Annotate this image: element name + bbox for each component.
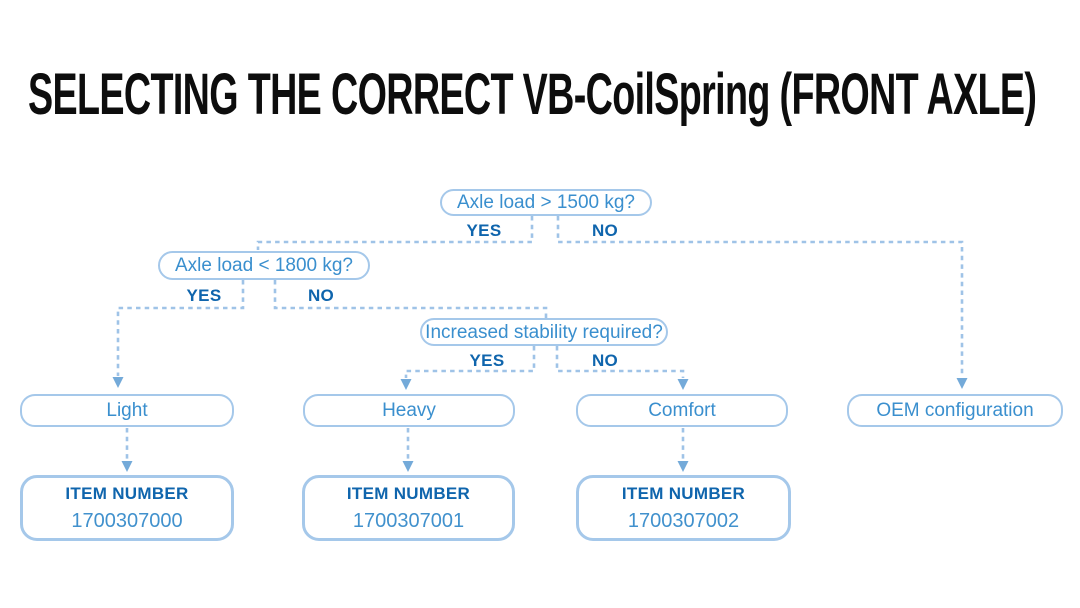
connector-d3-yes [404, 346, 536, 378]
item-box-heavy: ITEM NUMBER 1700307001 [302, 475, 515, 541]
arrowhead-item-2 [402, 461, 414, 472]
outcome-label: OEM configuration [876, 400, 1034, 421]
item-box-light: ITEM NUMBER 1700307000 [20, 475, 234, 541]
connector-d3-no [555, 346, 685, 378]
decision-box-axle-load-over-1500: Axle load > 1500 kg? [440, 189, 652, 216]
decision-box-axle-load-under-1800: Axle load < 1800 kg? [158, 251, 370, 280]
d3-no-label: NO [591, 351, 619, 370]
item-box-comfort: ITEM NUMBER 1700307002 [576, 475, 791, 541]
item-number-heading: ITEM NUMBER [65, 483, 189, 503]
arrowhead-item-3 [677, 461, 689, 472]
arrowhead-heavy [400, 379, 412, 390]
item-number-value: 1700307000 [71, 509, 183, 532]
outcome-box-comfort: Comfort [576, 394, 788, 427]
d2-no-label: NO [307, 286, 335, 305]
outcome-box-oem-configuration: OEM configuration [847, 394, 1063, 427]
outcome-box-light: Light [20, 394, 234, 427]
item-number-heading: ITEM NUMBER [346, 483, 471, 503]
decision-label: Axle load < 1800 kg? [175, 255, 353, 276]
d3-yes-label: YES [469, 351, 505, 370]
decision-label: Increased stability required? [425, 321, 663, 343]
item-number-value: 1700307002 [627, 509, 740, 532]
decision-box-increased-stability: Increased stability required? [420, 318, 668, 346]
arrowhead-item-1 [121, 461, 133, 472]
connector-d2-yes [116, 280, 245, 376]
d2-yes-label: YES [186, 286, 222, 305]
item-number-heading: ITEM NUMBER [621, 483, 746, 503]
decision-label: Axle load > 1500 kg? [457, 192, 635, 213]
outcome-box-heavy: Heavy [303, 394, 515, 427]
d1-yes-label: YES [466, 221, 502, 240]
arrowhead-oem [956, 378, 968, 389]
outcome-label: Comfort [648, 400, 716, 421]
outcome-label: Heavy [382, 400, 436, 421]
d1-no-label: NO [591, 221, 619, 240]
outcome-label: Light [106, 400, 148, 421]
arrowhead-comfort [677, 379, 689, 390]
page-title: SELECTING THE CORRECT VB-CoilSpring (FRO… [28, 62, 1037, 127]
connector-d1-yes [256, 216, 534, 250]
item-number-value: 1700307001 [352, 509, 465, 532]
connector-d1-no [556, 216, 964, 377]
arrowhead-light [112, 377, 124, 388]
